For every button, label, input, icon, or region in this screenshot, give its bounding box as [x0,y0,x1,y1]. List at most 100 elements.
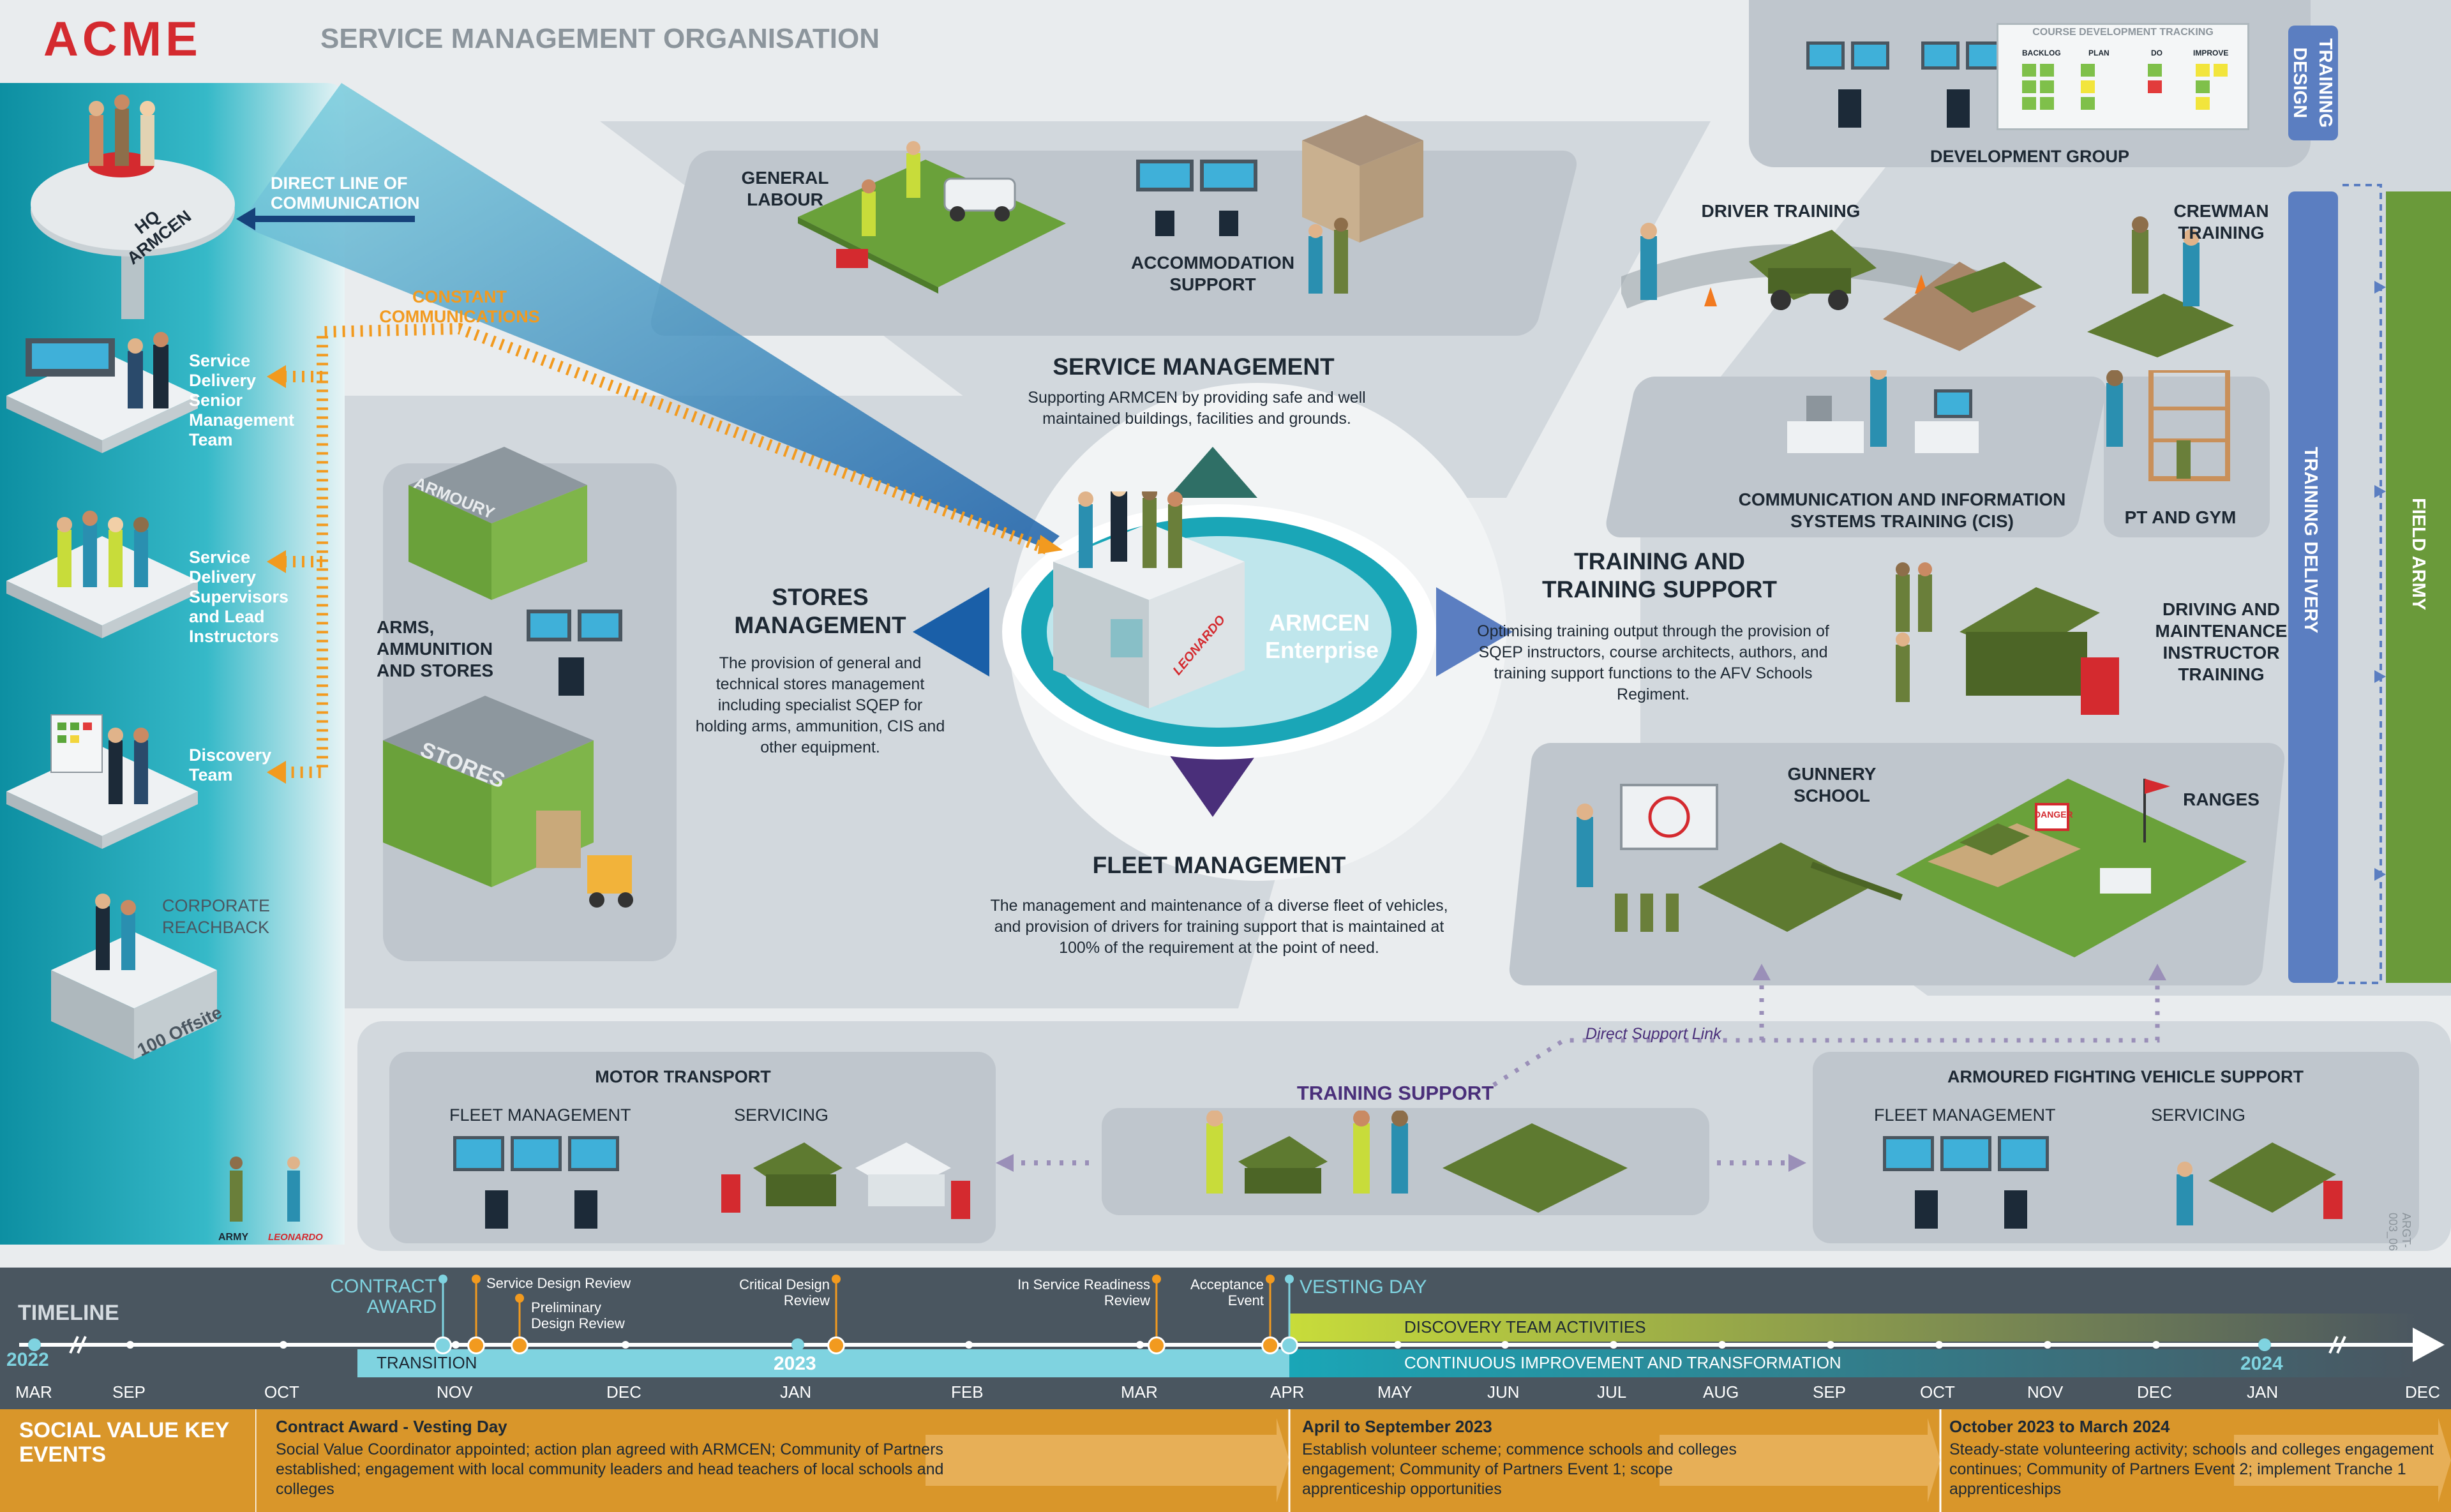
supervisors-label: Service Delivery Supervisors and Lead In… [189,548,289,646]
afv-scene [1883,1136,2342,1229]
milestone-sdr-label: Service Design Review [486,1275,631,1291]
pt-gym-label: PT AND GYM [2124,507,2237,527]
direct-support-link-label: Direct Support Link [1585,1025,1721,1043]
discovery-team-label: Discovery Team [189,745,272,784]
development-desks [1806,41,2004,128]
tracking-col-backlog: BACKLOG [2022,49,2061,57]
social-value-title: SOCIAL VALUE KEY EVENTS [19,1418,229,1467]
mt-servicing-label: SERVICING [734,1105,829,1125]
stores-management-body: The provision of general and technical s… [695,654,945,756]
hub-title: ARMCEN [1269,610,1370,636]
stores-desk-scene [527,610,622,696]
month-sep-2023: SEP [1813,1382,1847,1402]
month-dec-2024: DEC [2405,1382,2440,1402]
development-group-label: DEVELOPMENT GROUP [1930,147,2130,166]
milestone-dot-acceptance [1261,1336,1279,1354]
training-design-bar [2288,26,2338,140]
training-support-scene [1206,1111,1628,1213]
month-mar-2023: MAR [1121,1382,1158,1402]
discovery-label: DISCOVERY TEAM ACTIVITIES [1404,1317,1646,1336]
armoury-building [408,447,587,600]
stores-building [383,696,633,908]
leonardo-person-icon [287,1156,300,1222]
driver-training-label: DRIVER TRAINING [1701,201,1861,221]
motor-transport-title: MOTOR TRANSPORT [595,1067,771,1086]
fleet-management-body: The management and maintenance of a dive… [990,897,1448,957]
milestone-dot-pdr [511,1336,528,1354]
social-phase-3-heading: October 2023 to March 2024 [1949,1417,2170,1436]
milestone-pdr-label: Preliminary Design Review [531,1299,625,1331]
training-delivery-label: TRAINING DELIVERY [2300,447,2321,634]
tracking-col-improve: IMPROVE [2193,49,2229,57]
supervisors-platform [6,511,198,638]
direct-line-label: DIRECT LINE OF COMMUNICATION [271,174,420,213]
field-army-label: FIELD ARMY [2408,498,2429,611]
month-jun-2023: JUN [1487,1382,1520,1402]
tracking-title: COURSE DEVELOPMENT TRACKING [2032,27,2214,38]
month-aug-2023: AUG [1703,1382,1739,1402]
timeline-title: TIMELINE [18,1301,119,1325]
accommodation-support-label: ACCOMMODATION SUPPORT [1130,253,1295,294]
field-army-bar [2386,191,2451,983]
social-phase-3-text: Steady-state volunteering activity; scho… [1949,1441,2434,1498]
fleet-management-title: FLEET MANAGEMENT [1092,852,1346,878]
army-person-icon [230,1156,243,1222]
social-phase-1-text: Social Value Coordinator appointed; acti… [276,1441,944,1498]
service-management-body: Supporting ARMCEN by providing safe and … [1028,389,1366,428]
discovery-platform [6,714,198,849]
hub-subtitle: Enterprise [1265,637,1379,663]
training-design-label: TRAINING DESIGN [2290,38,2335,128]
corporate-reachback-label: CORPORATE REACHBACK [162,896,271,937]
social-value-phases [255,1409,2451,1512]
acme-logo: ACME [43,12,202,66]
legend-leonardo: LEONARDO [268,1232,323,1243]
month-mar-2022: MAR [15,1382,52,1402]
month-nov-2022: NOV [437,1382,473,1402]
milestone-dot-cdr [827,1336,845,1354]
hub-building [1053,491,1245,708]
accommodation-scene [1136,115,1423,294]
month-oct-2023: OCT [1920,1382,1955,1402]
dmit-scene [1896,562,2119,715]
training-body: Optimising training output through the p… [1477,622,1829,703]
hq-armcen-platform [31,94,235,319]
support-links [996,964,2166,1172]
continuous-label: CONTINUOUS IMPROVEMENT AND TRANSFORMATIO… [1404,1353,1841,1372]
year-2024: 2024 [2240,1353,2283,1374]
month-feb-2023: FEB [951,1382,984,1402]
transition-band [357,1349,1289,1377]
timeline-axis [19,1328,2445,1362]
continuous-band [1289,1349,2419,1377]
offsite-building [51,894,217,1059]
month-nov-2023: NOV [2027,1382,2064,1402]
milestone-dot-sdr [467,1336,485,1354]
month-jul-2023: JUL [1597,1382,1627,1402]
month-oct-2022: OCT [264,1382,299,1402]
year-2022: 2022 [6,1349,49,1370]
contract-award-label: CONTRACT AWARD [330,1276,437,1317]
milestone-stems [438,1275,1294,1345]
cis-label: COMMUNICATION AND INFORMATION SYSTEMS TR… [1738,490,2066,531]
transition-label: TRANSITION [377,1353,477,1372]
vesting-day-label: VESTING DAY [1300,1276,1427,1298]
constant-comms-label: CONSTANT COMMUNICATIONS [379,287,540,326]
dmit-label: DRIVING AND MAINTENANCE INSTRUCTOR TRAIN… [2155,599,2288,684]
year-2023: 2023 [774,1353,816,1374]
arms-ammunition-label: ARMS, AMMUNITION AND STORES [377,617,494,680]
gunnery-scene [1577,784,1903,932]
general-labour-label: GENERAL LABOUR [741,168,829,209]
milestone-dot-contract [434,1336,452,1354]
month-dec-2022: DEC [606,1382,641,1402]
driver-training-scene [1621,223,1979,310]
milestone-dot-vesting [1280,1336,1298,1354]
month-sep-2022: SEP [112,1382,146,1402]
page-title: SERVICE MANAGEMENT ORGANISATION [320,23,880,54]
social-phase-2-text: Establish volunteer scheme; commence sch… [1302,1441,1737,1498]
milestone-dot-isrr [1148,1336,1166,1354]
ranges-label: RANGES [2183,790,2260,809]
gunnery-school-label: GUNNERY SCHOOL [1787,764,1877,805]
senior-management-platform [6,332,198,453]
month-jan-2024: JAN [2247,1382,2279,1402]
reference-code: ARGT-003_06 [2387,1213,2413,1252]
crewman-training-label: CREWMAN TRAINING [2173,201,2269,243]
